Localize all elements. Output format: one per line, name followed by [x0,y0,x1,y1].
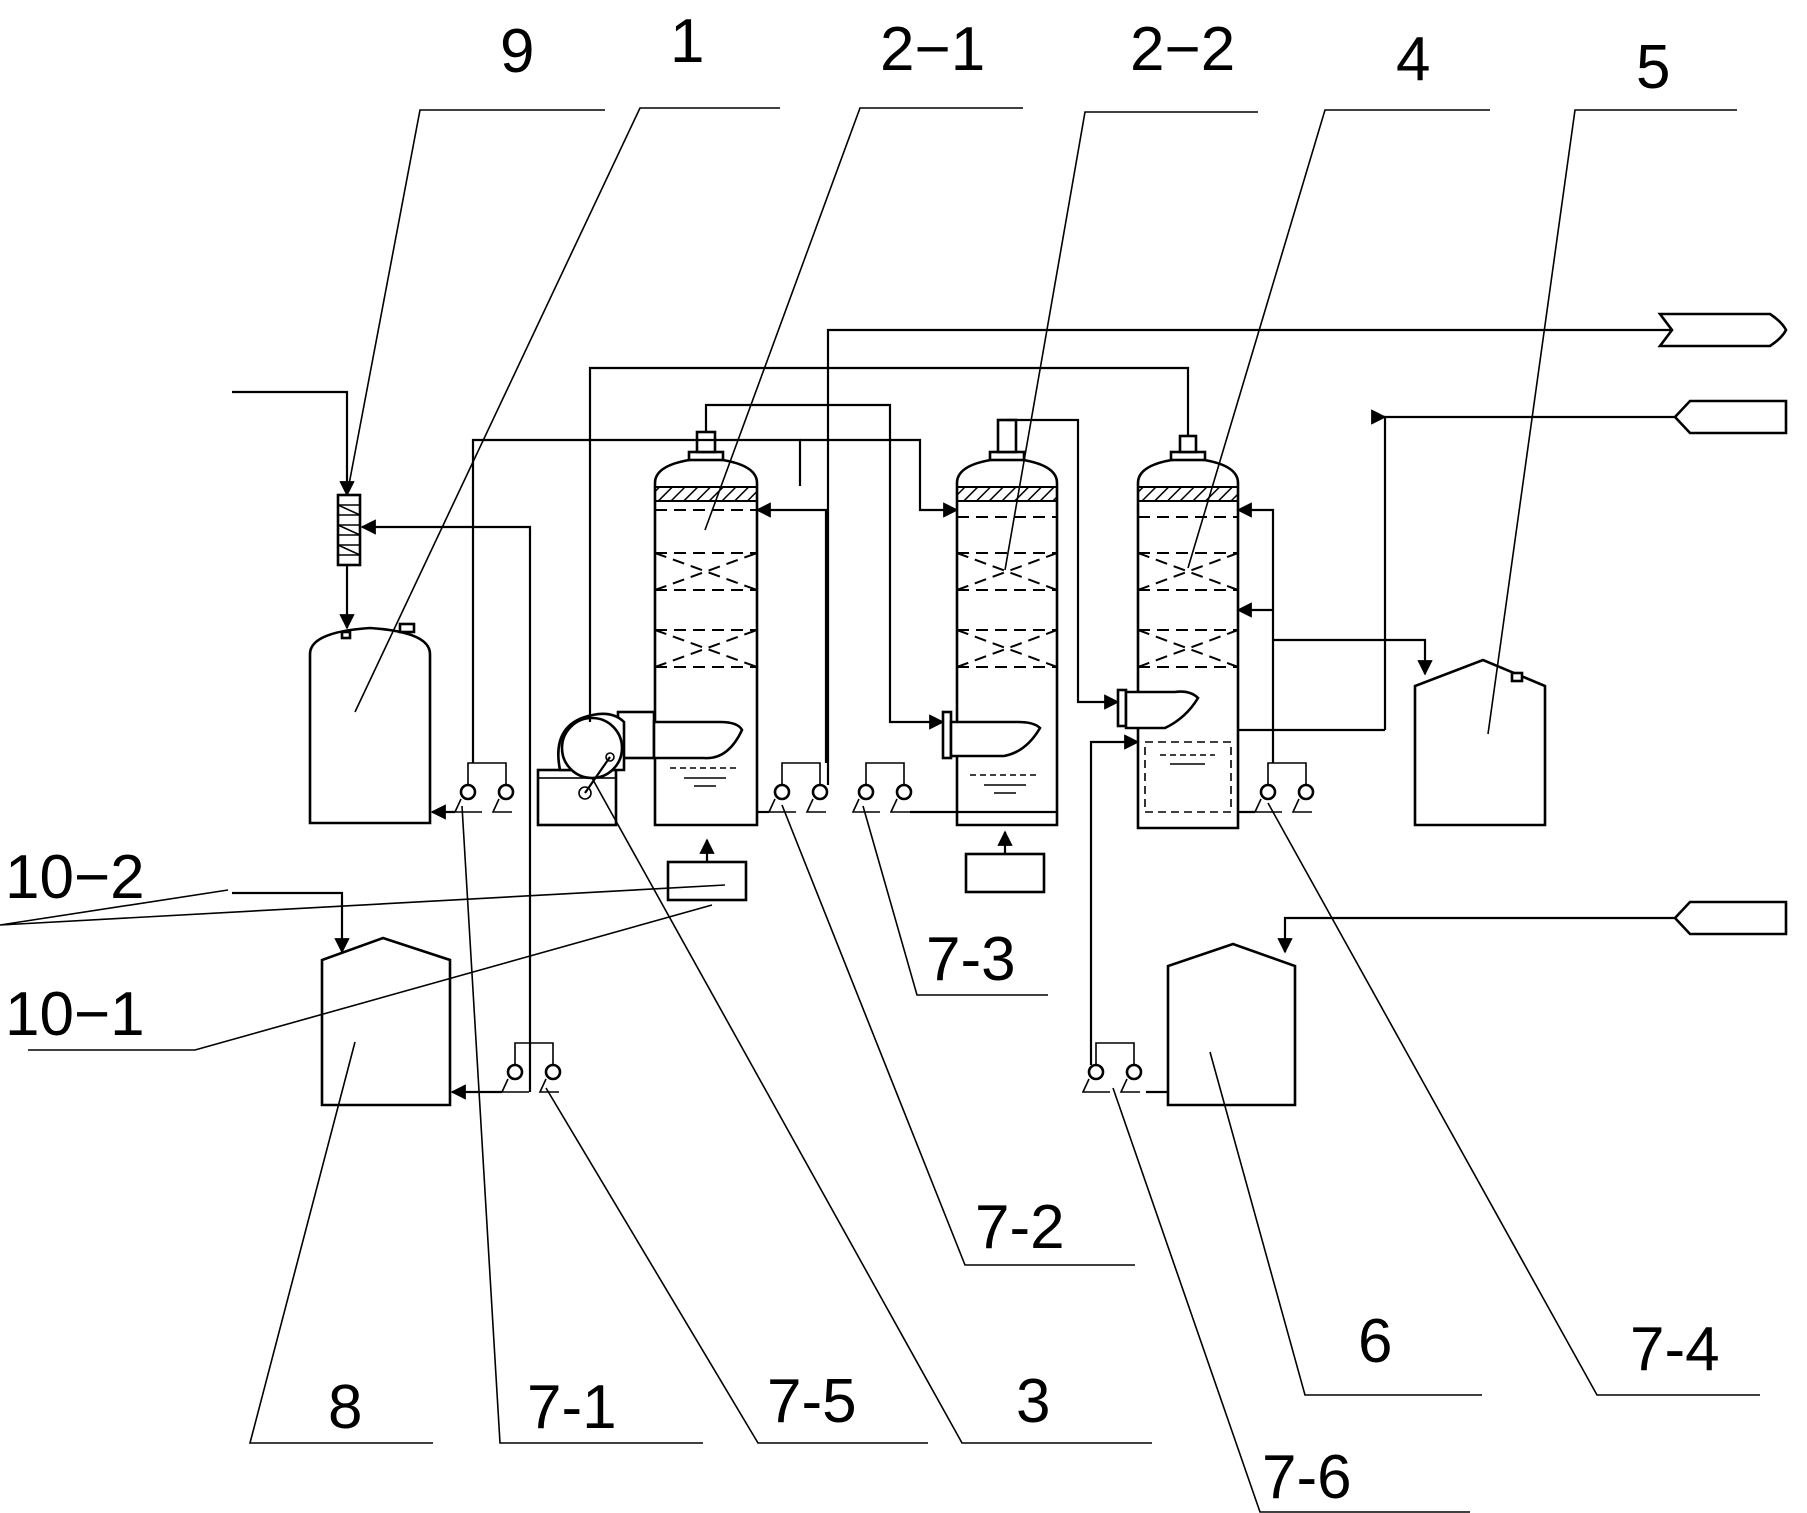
label-7-4: 7-4 [1630,1315,1720,1384]
label-10-1: 10−1 [5,980,145,1049]
label-7-2: 7-2 [975,1193,1065,1262]
offpage-connector-middle [1673,399,1788,435]
offpage-connector-bottom [1673,900,1788,936]
storage-tank-1 [308,622,432,825]
heater-10-1 [666,838,748,902]
pump-7-5 [500,1042,562,1093]
label-7-3: 7-3 [926,925,1016,994]
centrifugal-pump-icon [1087,1063,1105,1081]
centrifugal-pump-icon [459,783,477,801]
process-piping [232,322,1692,1100]
leader-lines [0,107,1760,1513]
fan-blower-icon [536,712,626,827]
pump-7-4 [1253,762,1315,813]
storage-tank-5 [1413,658,1547,827]
absorption-tower-2-1 [616,430,759,827]
label-4: 4 [1396,25,1430,94]
packed-tower-icon [653,456,759,827]
label-5: 5 [1636,33,1670,102]
pump-7-1 [453,762,515,813]
label-6: 6 [1358,1307,1392,1376]
label-7-1: 7-1 [527,1373,617,1442]
heat-exchanger-icon [336,493,362,567]
centrifugal-pump-icon [506,1063,524,1081]
label-7-5: 7-5 [767,1367,857,1436]
centrifugal-pump-icon [857,783,875,801]
storage-tank-icon [308,626,432,825]
centrifugal-pump-icon [773,783,791,801]
storage-tank-icon [1413,658,1547,827]
label-8: 8 [328,1373,362,1442]
label-2-1: 2−1 [880,15,985,84]
packed-tower-icon [955,456,1059,827]
pump-7-6 [1081,1042,1143,1093]
centrifugal-pump-icon [1259,783,1277,801]
absorption-tower-4 [1116,434,1240,830]
flow-arrow-icon [1673,399,1788,435]
label-7-6: 7-6 [1262,1443,1352,1512]
flow-arrow-icon [1657,312,1788,348]
pump-7-2 [767,762,829,813]
heater-10-2 [964,830,1046,894]
packed-tower-icon [1136,456,1240,830]
component-labels: 9 1 2−1 2−2 4 5 10−2 10−1 7-3 7-2 8 7-1 … [5,7,1720,1512]
storage-tank-icon [320,936,452,1107]
storage-tank-icon [1166,942,1297,1107]
flow-arrow-icon [1673,900,1788,936]
storage-tank-6 [1166,942,1297,1107]
label-10-2: 10−2 [5,843,145,912]
absorption-tower-2-2 [941,418,1059,827]
label-3: 3 [1016,1367,1050,1436]
storage-tank-8 [320,936,452,1107]
label-2-2: 2−2 [1130,15,1235,84]
offpage-connector-top [1657,312,1788,348]
pump-7-3 [851,762,913,813]
label-1: 1 [670,7,704,76]
label-9: 9 [500,17,534,86]
